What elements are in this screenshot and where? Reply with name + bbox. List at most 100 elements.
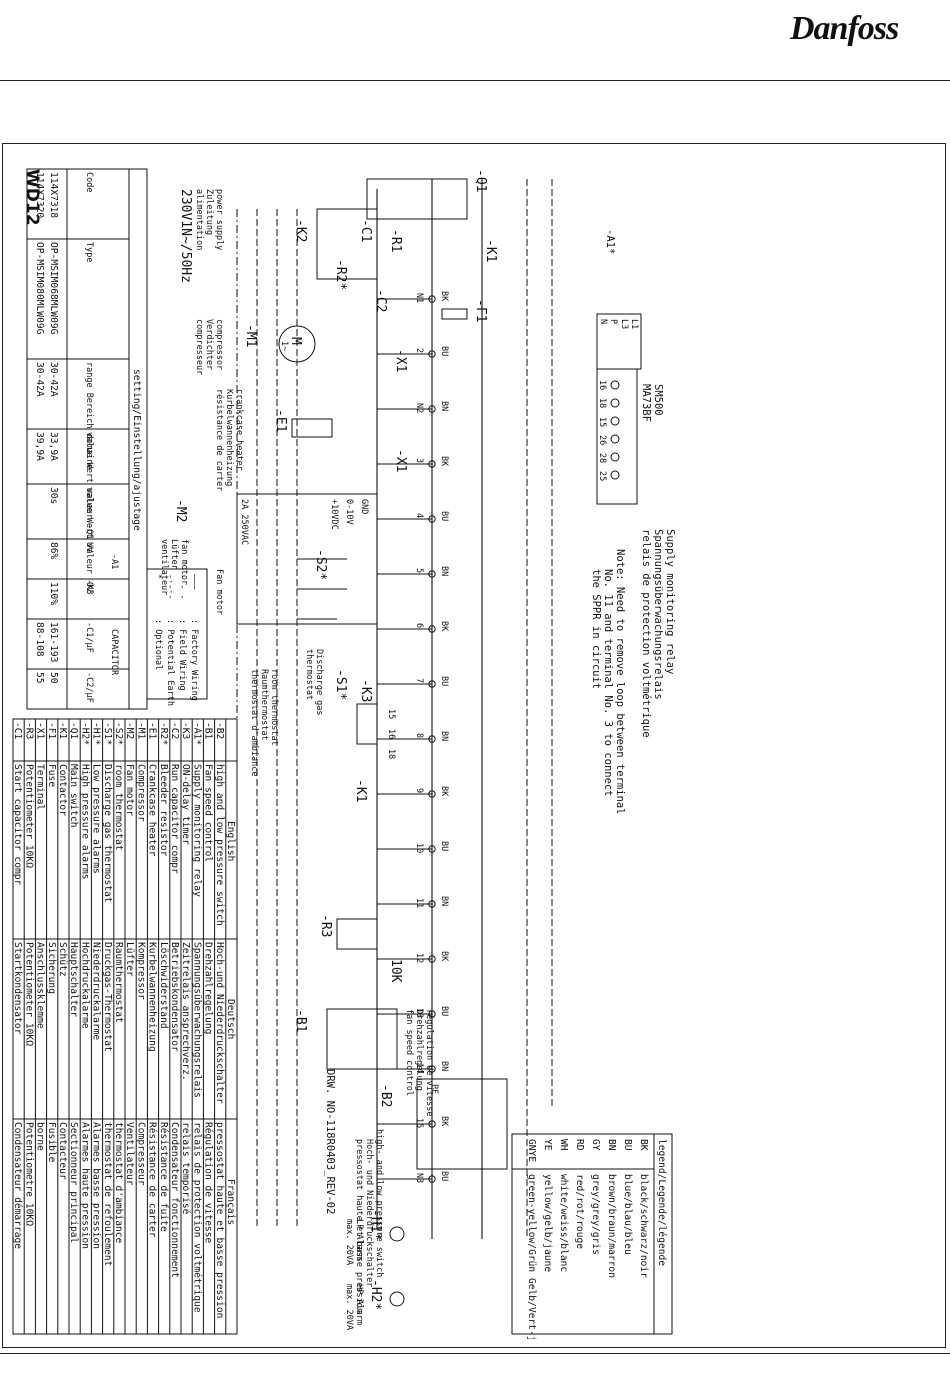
components-cell: -Q1 <box>68 722 79 740</box>
svg-text:relais de protection voltmétri: relais de protection voltmétrique <box>640 529 652 738</box>
terminal-label: 10 <box>414 843 424 853</box>
wire-color-label: BK <box>439 291 449 302</box>
components-cell: Startkondensator <box>12 942 23 1035</box>
components-cell: Lüfter <box>124 942 135 977</box>
terminal-label: 4 <box>414 513 424 518</box>
wire-color-label: BU <box>439 346 449 356</box>
settings-cell: 30-42A <box>34 362 45 397</box>
svg-text:16: 16 <box>597 380 607 390</box>
components-cell: Fusible <box>46 1122 57 1163</box>
components-cell: Start capacitor compr <box>12 764 23 886</box>
svg-text:thermostat d'ambiance: thermostat d'ambiance <box>249 669 259 776</box>
terminal-label: N1 <box>414 293 424 303</box>
pressure-switch-b2: -B2 high- and low pressure switch Hoch- … <box>354 1078 508 1313</box>
terminal-label: 12 <box>414 953 424 963</box>
wire-color-label: BU <box>439 676 449 686</box>
components-cell: -E1 <box>147 722 158 740</box>
components-header: Français <box>225 1179 236 1225</box>
components-cell: Discharge gas thermostat <box>102 764 113 903</box>
settings-header-capacitor: CAPACITOR <box>109 629 119 676</box>
terminal-n: N <box>598 319 608 324</box>
svg-text:régulation de vitesse: régulation de vitesse <box>424 1009 435 1116</box>
line-type-text: : Potential Earth <box>165 619 175 706</box>
legend-text: black/schwarz/noir <box>638 1174 649 1278</box>
legend-code: WH <box>558 1139 569 1151</box>
components-cell: relais de protection voltmétrique <box>191 1122 203 1313</box>
components-cell: pressostat haute et basse pression <box>214 1122 225 1318</box>
svg-text:-B2: -B2 <box>378 1084 393 1107</box>
components-cell: thermostat d'ambiance <box>113 1122 124 1244</box>
compressor-motor-icon <box>278 325 316 363</box>
terminal-label: N3 <box>414 1173 424 1183</box>
components-cell: ON-delay timer <box>180 764 191 845</box>
settings-cell: 50 <box>48 672 59 684</box>
terminal-label: 2 <box>414 348 424 353</box>
svg-text:HP Alarm: HP Alarm <box>354 1284 364 1325</box>
terminal-label: 13 <box>414 1008 424 1018</box>
legend-text: red/rot/rouge <box>574 1174 585 1249</box>
svg-text:-K1: -K1 <box>353 779 368 802</box>
loop-note: Note: Need to remove loop between termin… <box>590 549 626 815</box>
svg-text:Fan motor: Fan motor <box>214 569 224 615</box>
svg-text:-C2: -C2 <box>373 289 388 312</box>
svg-text:compresseur: compresseur <box>194 319 204 375</box>
components-cell: Sectionneur principal <box>68 1122 79 1243</box>
legend-text: blue/blau/bleu <box>622 1174 633 1255</box>
svg-text:25: 25 <box>597 471 607 481</box>
terminal-label: 5 <box>414 568 424 573</box>
svg-text:Zuleitung: Zuleitung <box>204 189 214 235</box>
settings-header: OV <box>84 582 94 592</box>
svg-text:-M1: -M1 <box>243 324 258 347</box>
legend-text: grey/grey/gris <box>590 1174 601 1255</box>
components-cell: Contactor <box>57 764 68 816</box>
settings-table: setting/Einstellung/ajustageCodeTyperang… <box>26 168 148 710</box>
components-cell: Kurbelwannenheizung <box>147 942 158 1052</box>
settings-title: setting/Einstellung/ajustage <box>131 369 142 531</box>
settings-header-a1: -A1 <box>109 554 119 569</box>
svg-text:Lüfter: Lüfter <box>169 539 179 570</box>
wire-color-label: BK <box>439 786 449 797</box>
components-cell: Zeitrelais ansprechverz. <box>180 942 191 1081</box>
svg-text:1~: 1~ <box>279 341 289 351</box>
components-cell: -B1 <box>203 722 214 740</box>
settings-cell: 88-108 <box>34 622 45 657</box>
header-rule <box>0 80 950 81</box>
svg-text:-R2*: -R2* <box>333 259 348 290</box>
svg-text:15: 15 <box>386 709 396 719</box>
components-cell: Betriebskondensator <box>169 942 180 1052</box>
components-cell: Hoch-und Niederdruckschalter <box>214 942 225 1104</box>
components-cell: Alarmes basse pression <box>91 1122 102 1249</box>
svg-text:pressostat haute et basse pres: pressostat haute et basse pression <box>354 1139 364 1313</box>
components-cell: Run capacitor compr <box>169 764 180 874</box>
svg-text:-K2: -K2 <box>293 219 308 242</box>
terminal-l1: L1 <box>629 319 639 329</box>
components-cell: -C2 <box>169 722 180 739</box>
drawing-frame <box>2 143 946 1348</box>
settings-cell: 86% <box>48 542 59 560</box>
svg-text:M: M <box>288 337 303 345</box>
svg-text:LP Alarm: LP Alarm <box>354 1219 364 1260</box>
alarms: -H1* -H2* LP Alarm max. 20VA HP Alarm ma… <box>324 1069 405 1330</box>
wire-color-label: BN <box>439 1061 449 1071</box>
svg-text:Drehzahlregelung: Drehzahlregelung <box>414 1009 424 1091</box>
legend-code: BK <box>638 1139 649 1151</box>
components-cell: Löschwiderstand <box>158 942 169 1029</box>
power-supply-note: power supply Zuleitung alimentation 230V… <box>178 189 224 283</box>
svg-text:15: 15 <box>597 417 607 427</box>
wire-color-label: BN <box>439 896 449 906</box>
components-cell: Druckgas-Thermostat <box>102 942 113 1052</box>
components-cell: Low pressure alarms <box>91 764 102 874</box>
components-cell: Alarmes haute pression <box>79 1122 90 1249</box>
settings-cell: 55 <box>34 672 45 684</box>
settings-cell: OP-MSIM080MLW09G <box>34 242 45 335</box>
svg-text:max. 20VA: max. 20VA <box>344 1284 354 1330</box>
components-cell: Compresseur <box>135 1122 146 1186</box>
svg-text:-X1: -X1 <box>393 449 408 472</box>
settings-cell: 161-193 <box>48 622 59 663</box>
settings-header: value Wert valeur -Q1 <box>84 432 94 539</box>
wire-color-label: BK <box>439 951 449 962</box>
svg-text:crankcase heater: crankcase heater <box>234 389 244 471</box>
svg-text:-R3: -R3 <box>318 914 333 937</box>
components-cell: Crankcase heater <box>147 764 158 857</box>
